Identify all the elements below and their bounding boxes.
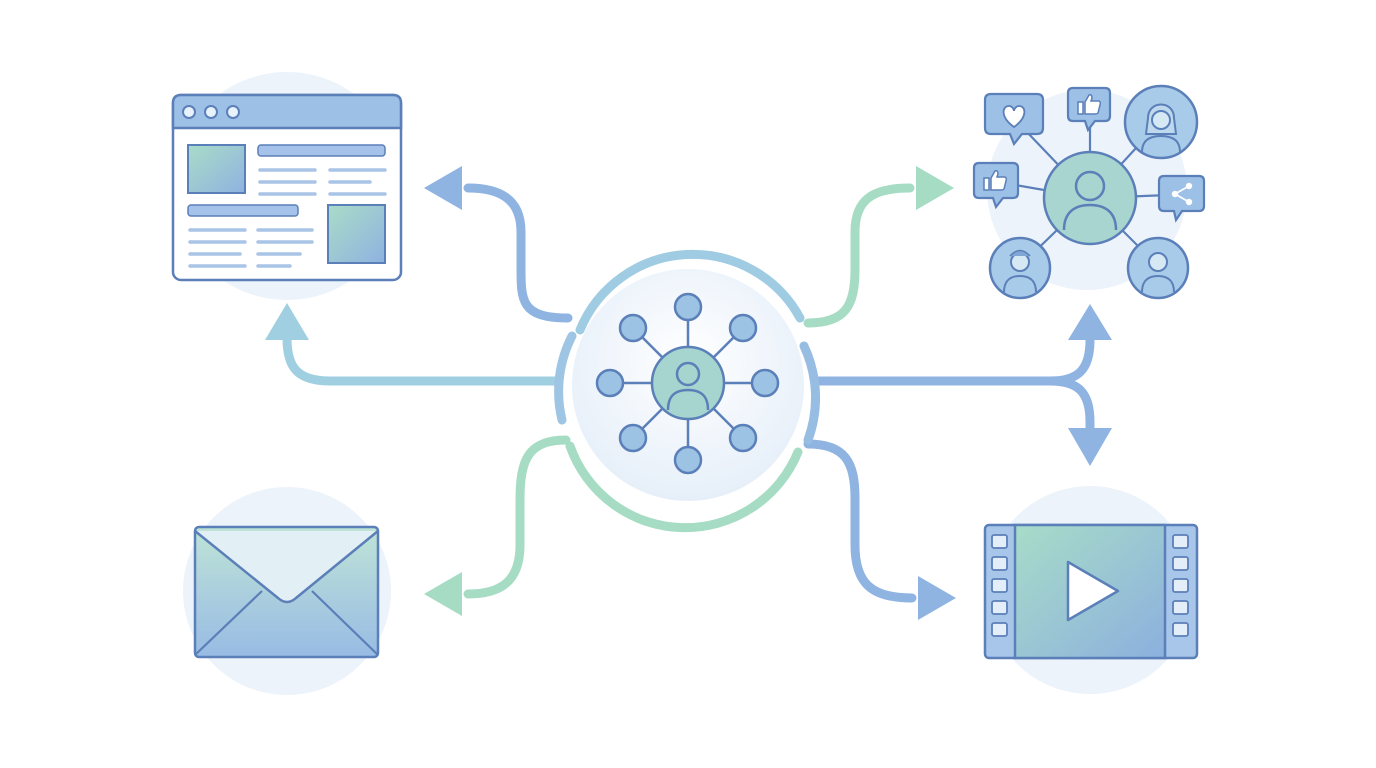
avatar-top-right bbox=[1123, 84, 1199, 160]
arrow-to-social-upper bbox=[803, 183, 915, 328]
arrowhead-web-left bbox=[424, 166, 462, 210]
avatar-main bbox=[1042, 150, 1138, 246]
arrowhead-social-up bbox=[1068, 304, 1112, 340]
arrow-to-video-upper bbox=[1045, 376, 1095, 435]
arrow-to-web-upper bbox=[463, 183, 573, 323]
video-film-icon bbox=[983, 523, 1199, 660]
arrowhead-social-right bbox=[916, 166, 954, 210]
share-bubble-icon bbox=[1157, 174, 1206, 223]
arrow-to-social-lower bbox=[813, 325, 1095, 386]
arrowhead-email-left bbox=[424, 572, 462, 616]
arrow-to-web-lower bbox=[282, 317, 561, 386]
arrowhead-video-down bbox=[1068, 428, 1112, 466]
thumbs-up-bubble-icon bbox=[972, 161, 1020, 210]
arrow-to-email bbox=[463, 435, 571, 599]
arrowhead-web-up bbox=[265, 303, 309, 340]
play-icon bbox=[1066, 560, 1120, 622]
envelope-icon bbox=[193, 525, 380, 659]
user-icon bbox=[650, 345, 726, 421]
heart-bubble-icon bbox=[983, 92, 1045, 147]
avatar-bottom-right bbox=[1126, 236, 1190, 300]
arrow-to-video-lower bbox=[803, 439, 917, 603]
network-hub-icon bbox=[554, 249, 821, 533]
arrowhead-video-right bbox=[918, 576, 956, 620]
thumbs-up-bubble-icon bbox=[1066, 86, 1112, 133]
avatar-bottom-left bbox=[988, 236, 1052, 300]
browser-window-icon bbox=[171, 93, 403, 282]
social-network-icon bbox=[972, 84, 1206, 300]
